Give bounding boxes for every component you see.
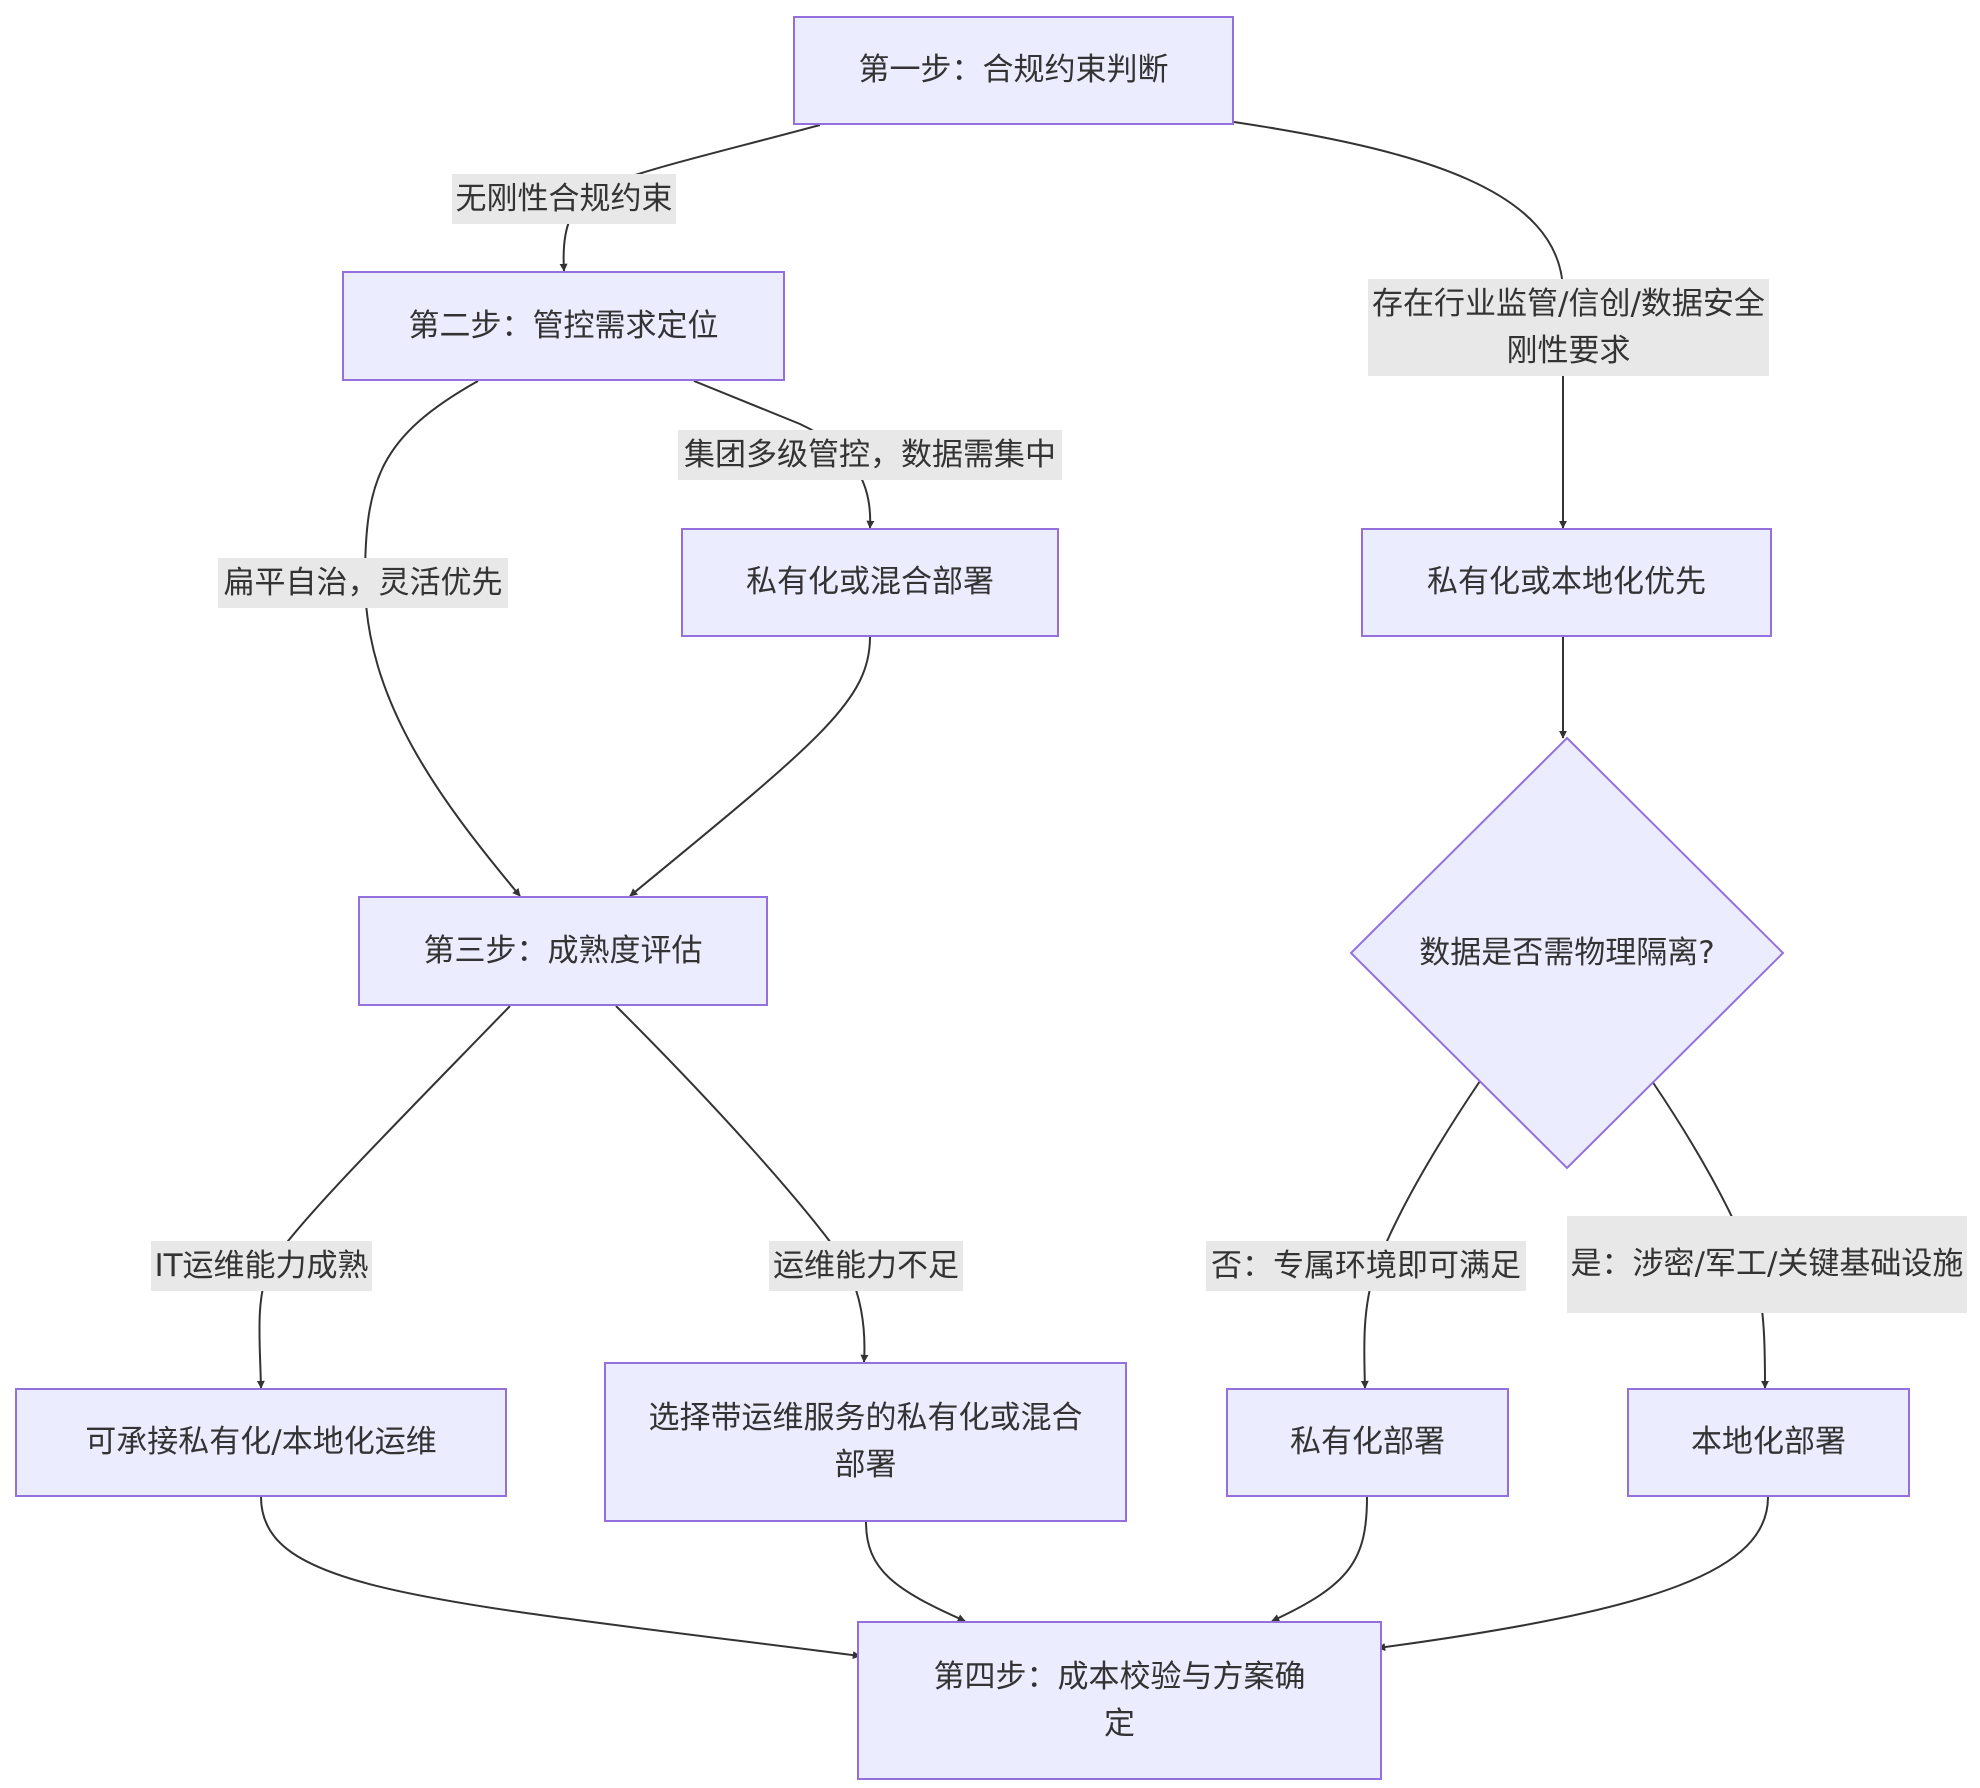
node-local-deploy: 本地化部署 [1627, 1388, 1910, 1497]
edge-label-flat-autonomy: 扁平自治，灵活优先 [218, 558, 508, 608]
edge-label-no-rigid-compliance: 无刚性合规约束 [452, 174, 676, 224]
node-private-hybrid: 私有化或混合部署 [681, 528, 1059, 637]
node-step1-compliance: 第一步：合规约束判断 [793, 16, 1234, 125]
node-can-operate: 可承接私有化/本地化运维 [15, 1388, 507, 1497]
node-private-deploy: 私有化部署 [1226, 1388, 1509, 1497]
edge-local-deploy-to-step4 [1377, 1496, 1769, 1652]
edge-private-deploy-to-step4 [1271, 1496, 1368, 1622]
edge-step3-to-managed [615, 1005, 869, 1363]
edge-label-ops-insufficient: 运维能力不足 [769, 1241, 963, 1291]
edge-label-it-ops-mature: IT运维能力成熟 [151, 1241, 372, 1291]
edge-step1-to-private-local-first [1233, 121, 1567, 529]
edge-label-no-dedicated-env: 否：专属环境即可满足 [1206, 1241, 1526, 1291]
edge-label-rigid-requirements: 存在行业监管/信创/数据安全刚性要求 [1368, 279, 1769, 376]
edge-can-operate-to-step4 [260, 1496, 861, 1660]
node-step3-maturity: 第三步：成熟度评估 [358, 896, 768, 1006]
node-decision-isolation: 数据是否需物理隔离? [1419, 934, 1715, 971]
edge-label-group-multilevel: 集团多级管控，数据需集中 [678, 430, 1062, 480]
node-private-local-first: 私有化或本地化优先 [1361, 528, 1772, 637]
edge-managed-to-step4 [865, 1521, 966, 1622]
edge-label-yes-classified: 是：涉密/军工/关键基础设施 [1567, 1216, 1967, 1313]
node-step2-control: 第二步：管控需求定位 [342, 271, 785, 381]
node-step4-cost: 第四步：成本校验与方案确定 [857, 1621, 1382, 1780]
edge-private-hybrid-to-step3 [629, 636, 871, 897]
node-managed-private-hybrid: 选择带运维服务的私有化或混合部署 [604, 1362, 1127, 1522]
